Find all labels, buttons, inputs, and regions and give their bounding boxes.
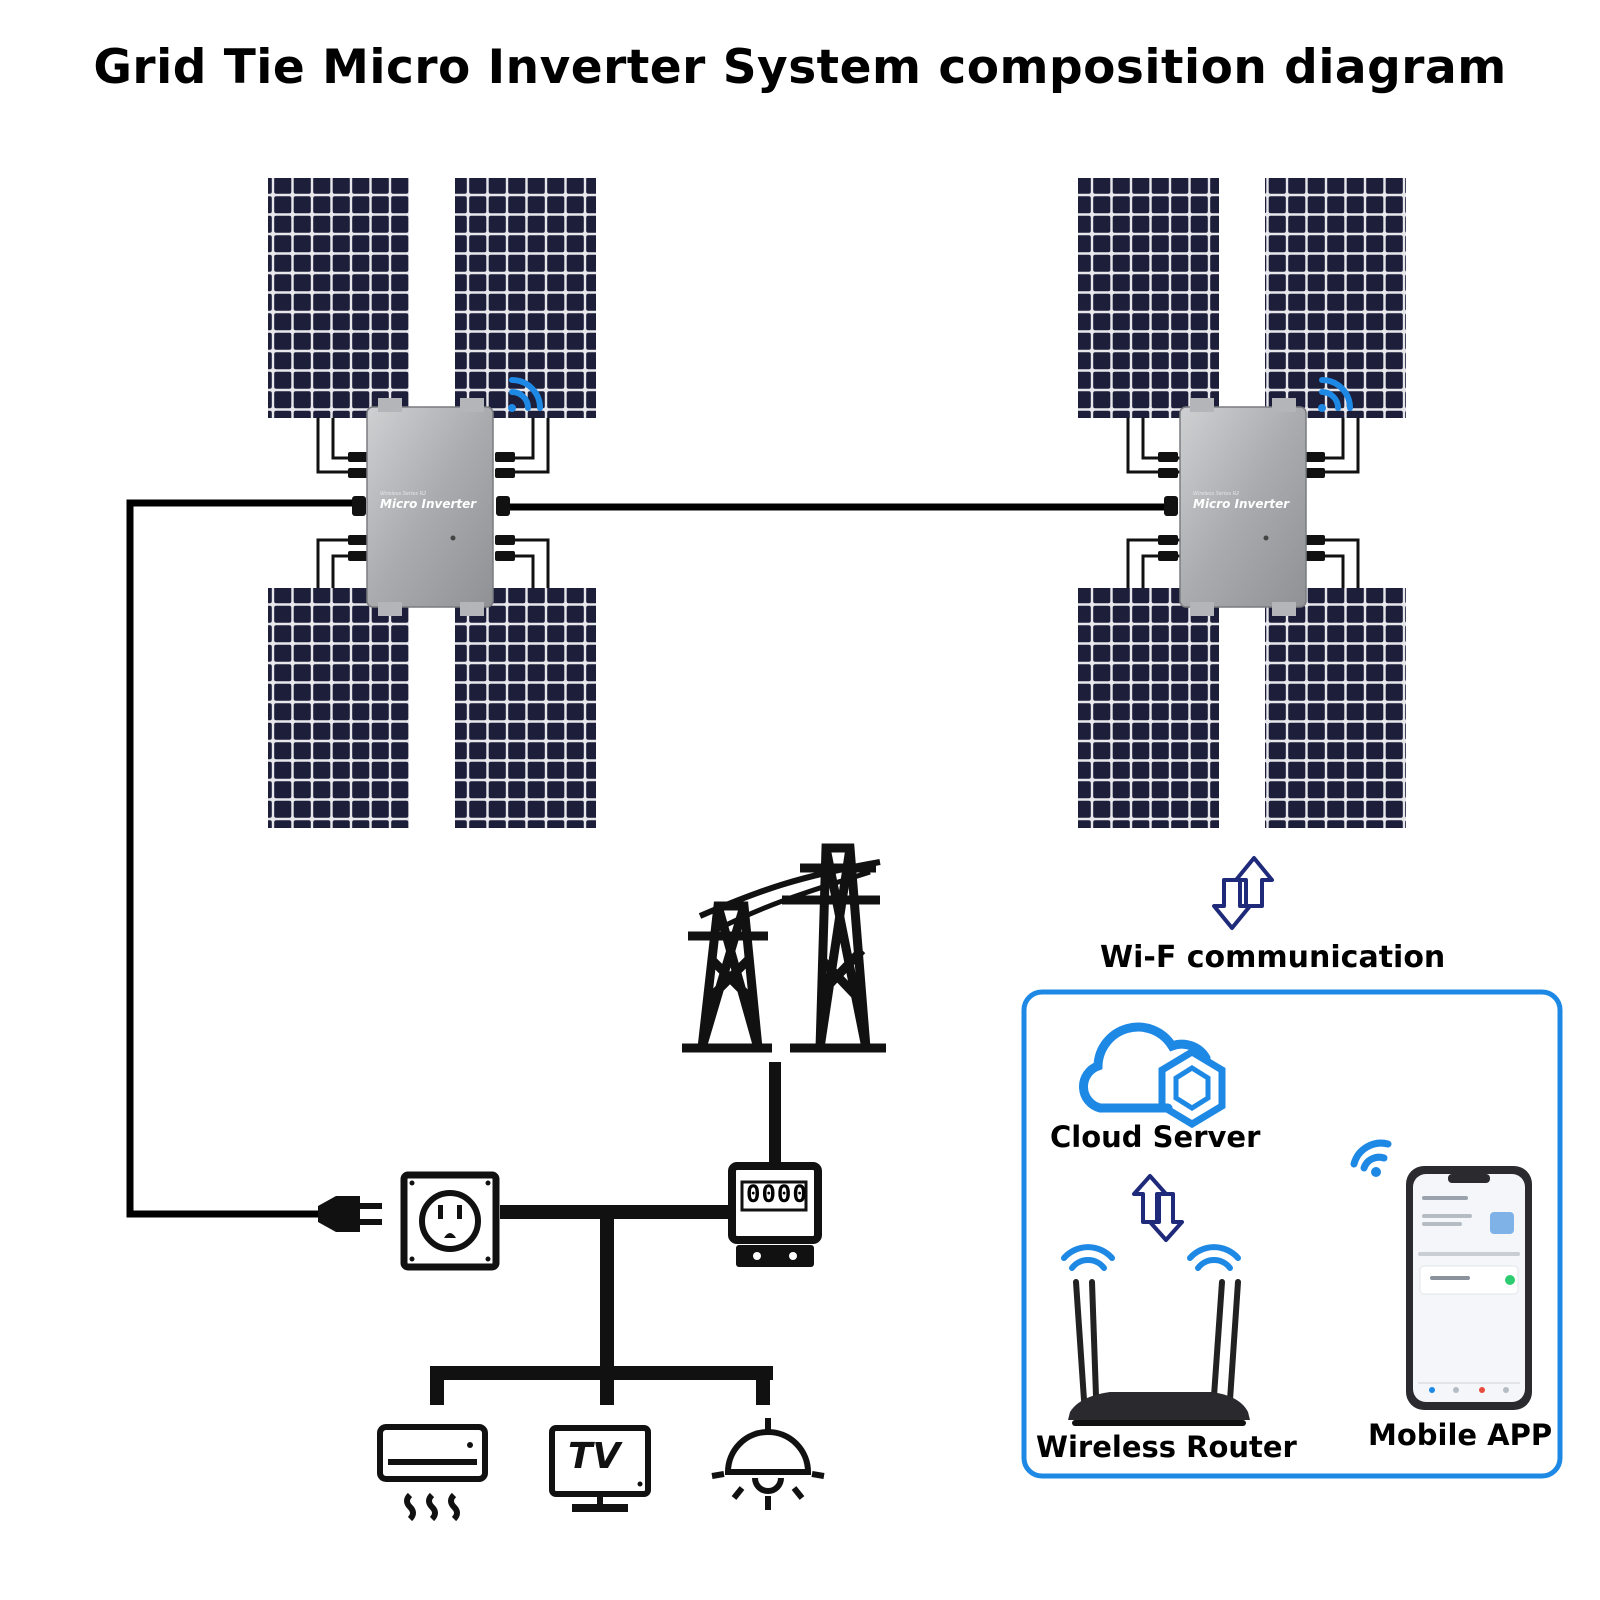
micro-inverter-left — [366, 398, 494, 616]
inverter-series-label: Wireless Series R2 — [380, 491, 427, 497]
wireless-router-label: Wireless Router — [1036, 1430, 1297, 1464]
wireless-router-icon — [1061, 1244, 1250, 1426]
household-bus — [430, 1205, 773, 1405]
solar-panel-icon — [1078, 178, 1219, 418]
ceiling-lamp-icon — [711, 1418, 825, 1510]
solar-panel-icon — [268, 588, 409, 828]
cloud-server-icon — [1078, 1022, 1226, 1129]
power-plug-icon — [318, 1196, 382, 1232]
wifi-communication-label: Wi-F communication — [1100, 940, 1446, 975]
solar-array-left — [268, 178, 596, 828]
smartphone-icon — [1406, 1166, 1532, 1410]
wifi-signal-icon — [1318, 377, 1353, 412]
solar-panel-icon — [1078, 588, 1219, 828]
television-icon — [549, 1425, 651, 1512]
solar-panel-icon — [455, 588, 596, 828]
mobile-app-label: Mobile APP — [1368, 1418, 1553, 1452]
diagram-title: Grid Tie Micro Inverter System compositi… — [93, 40, 1507, 95]
power-tower-icon — [682, 843, 886, 1053]
solar-array-right — [1078, 178, 1406, 828]
solar-panel-icon — [1265, 588, 1406, 828]
wifi-signal-icon — [508, 377, 543, 412]
air-conditioner-icon — [377, 1424, 488, 1522]
solar-panel-icon — [268, 178, 409, 418]
wall-socket-icon — [400, 1171, 500, 1271]
bidirectional-arrow-icon — [1132, 1174, 1184, 1242]
cloud-server-label: Cloud Server — [1050, 1120, 1261, 1154]
mc4-connectors — [1158, 452, 1325, 561]
meter-reading: 0000 — [746, 1180, 808, 1208]
micro-inverter-right — [1179, 398, 1307, 616]
electric-meter-icon — [728, 1162, 822, 1267]
solar-panel-icon — [1265, 178, 1406, 418]
tv-label: TV — [568, 1436, 621, 1477]
ac-trunk-cable — [126, 499, 1170, 1218]
inverter-brand-label: Micro Inverter — [380, 497, 477, 511]
solar-panel-icon — [455, 178, 596, 418]
inverter-series-label: Wireless Series R2 — [1193, 491, 1240, 497]
mc4-connectors — [348, 452, 515, 561]
inverter-brand-label: Micro Inverter — [1193, 497, 1290, 511]
bidirectional-arrow-icon — [1212, 856, 1274, 930]
wifi-signal-icon — [1350, 1139, 1392, 1177]
